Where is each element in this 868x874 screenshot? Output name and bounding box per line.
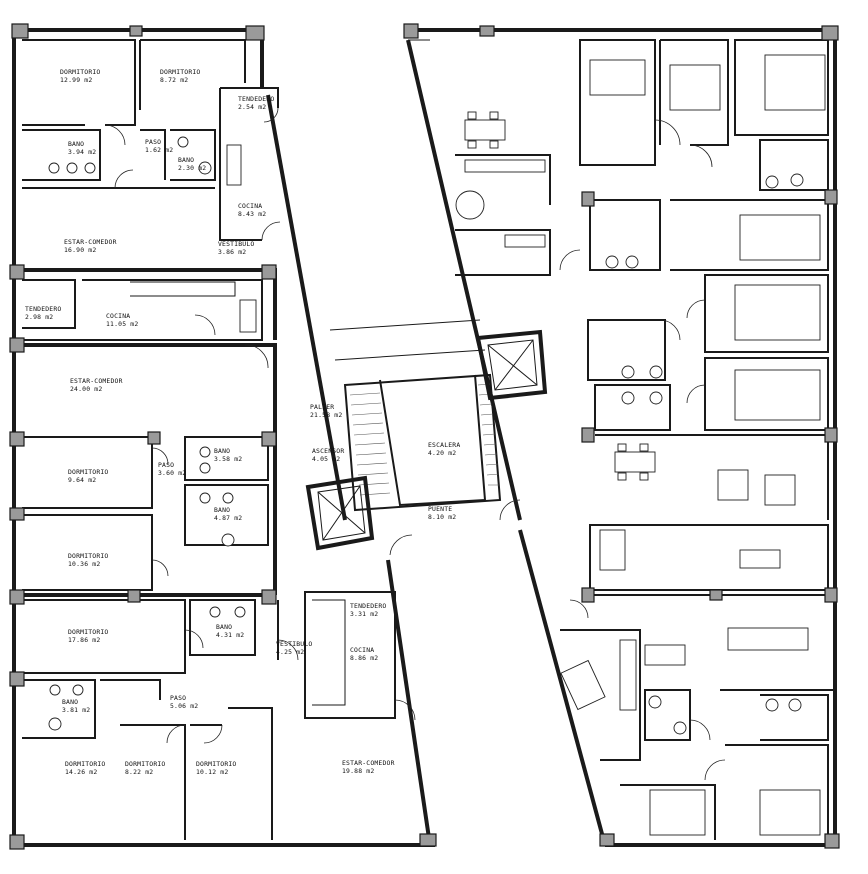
svg-text:24.00 m2: 24.00 m2 [70,385,102,393]
label-dormitorio-10-36: DORMITORIO [68,552,108,560]
furniture-dining-4 [739,549,781,569]
furniture-dining-2 [455,190,485,220]
left-bathroom-fixtures [48,136,257,731]
svg-text:9.64 m2: 9.64 m2 [68,476,96,484]
label-bano-4-31: BANO [216,623,232,631]
svg-text:8.22 m2: 8.22 m2 [125,768,153,776]
svg-text:8.86 m2: 8.86 m2 [350,654,378,662]
furniture-kitchens [464,159,637,711]
svg-text:3.58 m2: 3.58 m2 [214,455,242,463]
label-estar-comedor-24-00: ESTAR-COMEDOR [70,377,123,385]
label-paso-3-60: PASO [158,461,174,469]
elevator-shaft-left [305,475,375,551]
right-wing [410,28,837,847]
svg-text:3.81 m2: 3.81 m2 [62,706,90,714]
staircase [329,319,502,512]
label-ascensor-4-05: ASCENSOR [312,447,344,455]
svg-text:4.05 m2: 4.05 m2 [312,455,340,463]
svg-text:3.60 m2: 3.60 m2 [158,469,186,477]
svg-text:17.86 m2: 17.86 m2 [68,636,100,644]
right-wing-outer-wall [410,28,837,847]
svg-text:4.20 m2: 4.20 m2 [428,449,456,457]
label-paso-1-62: PASO [145,138,161,146]
label-cocina-8-86: COCINA [350,646,374,654]
label-dormitorio-10-12: DORMITORIO [196,760,236,768]
furniture-dining-1 [464,111,506,149]
structural-columns [9,23,840,850]
svg-text:4.25 m2: 4.25 m2 [276,648,304,656]
label-dormitorio-8-22: DORMITORIO [125,760,165,768]
label-dormitorio-12-99: DORMITORIO [60,68,100,76]
room-labels: DORMITORIO 12.99 m2 DORMITORIO 8.72 m2 T… [25,68,460,776]
label-dormitorio-14-26: DORMITORIO [65,760,105,768]
label-estar-comedor-19-88: ESTAR-COMEDOR [342,759,395,767]
svg-text:8.10 m2: 8.10 m2 [428,513,456,521]
svg-text:3.86 m2: 3.86 m2 [218,248,246,256]
label-puente-8-10: PUENTE [428,505,452,513]
label-tendedero-2-54: TENDEDERO [238,95,274,103]
svg-text:3.31 m2: 3.31 m2 [350,610,378,618]
elevator-shaft-right [475,329,548,401]
furniture-sofas [560,469,809,711]
svg-text:21.58 m2: 21.58 m2 [310,411,342,419]
label-palier-21-58: PALIER [310,403,334,411]
svg-text:4.87 m2: 4.87 m2 [214,514,242,522]
label-escalera-4-20: ESCALERA [428,441,460,449]
svg-text:2.98 m2: 2.98 m2 [25,313,53,321]
furniture-beds [589,54,826,836]
label-bano-3-94: BANO [68,140,84,148]
svg-text:2.30 m2: 2.30 m2 [178,164,206,172]
doors [104,107,726,781]
svg-text:16.90 m2: 16.90 m2 [64,246,96,254]
label-dormitorio-8-72: DORMITORIO [160,68,200,76]
svg-text:14.26 m2: 14.26 m2 [65,768,97,776]
bathroom-fixtures [605,173,804,735]
svg-text:10.12 m2: 10.12 m2 [196,768,228,776]
svg-text:10.36 m2: 10.36 m2 [68,560,100,568]
label-dormitorio-17-86: DORMITORIO [68,628,108,636]
label-cocina-8-43: COCINA [238,202,262,210]
label-estar-comedor-16-90: ESTAR-COMEDOR [64,238,117,246]
svg-text:19.88 m2: 19.88 m2 [342,767,374,775]
label-bano-3-81: BANO [62,698,78,706]
label-bano-4-87: BANO [214,506,230,514]
label-dormitorio-9-64: DORMITORIO [68,468,108,476]
svg-text:12.99 m2: 12.99 m2 [60,76,92,84]
label-tendedero-3-31: TENDEDERO [350,602,386,610]
svg-text:3.94 m2: 3.94 m2 [68,148,96,156]
furniture-dining-3 [614,443,656,481]
svg-text:2.54 m2: 2.54 m2 [238,103,266,111]
svg-text:8.72 m2: 8.72 m2 [160,76,188,84]
label-cocina-11-05: COCINA [106,312,130,320]
label-paso-5-06: PASO [170,694,186,702]
label-vestibulo-3-86: VESTIBULO [218,240,254,248]
central-core [266,39,607,846]
svg-text:1.62 m2: 1.62 m2 [145,146,173,154]
svg-text:5.06 m2: 5.06 m2 [170,702,198,710]
svg-text:4.31 m2: 4.31 m2 [216,631,244,639]
label-bano-3-58: BANO [214,447,230,455]
svg-text:11.05 m2: 11.05 m2 [106,320,138,328]
label-bano-2-30: BANO [178,156,194,164]
label-tendedero-2-98: TENDEDERO [25,305,61,313]
furniture-dining-5 [644,644,686,666]
label-vestibulo-4-25: VESTIBULO [276,640,312,648]
svg-text:8.43 m2: 8.43 m2 [238,210,266,218]
